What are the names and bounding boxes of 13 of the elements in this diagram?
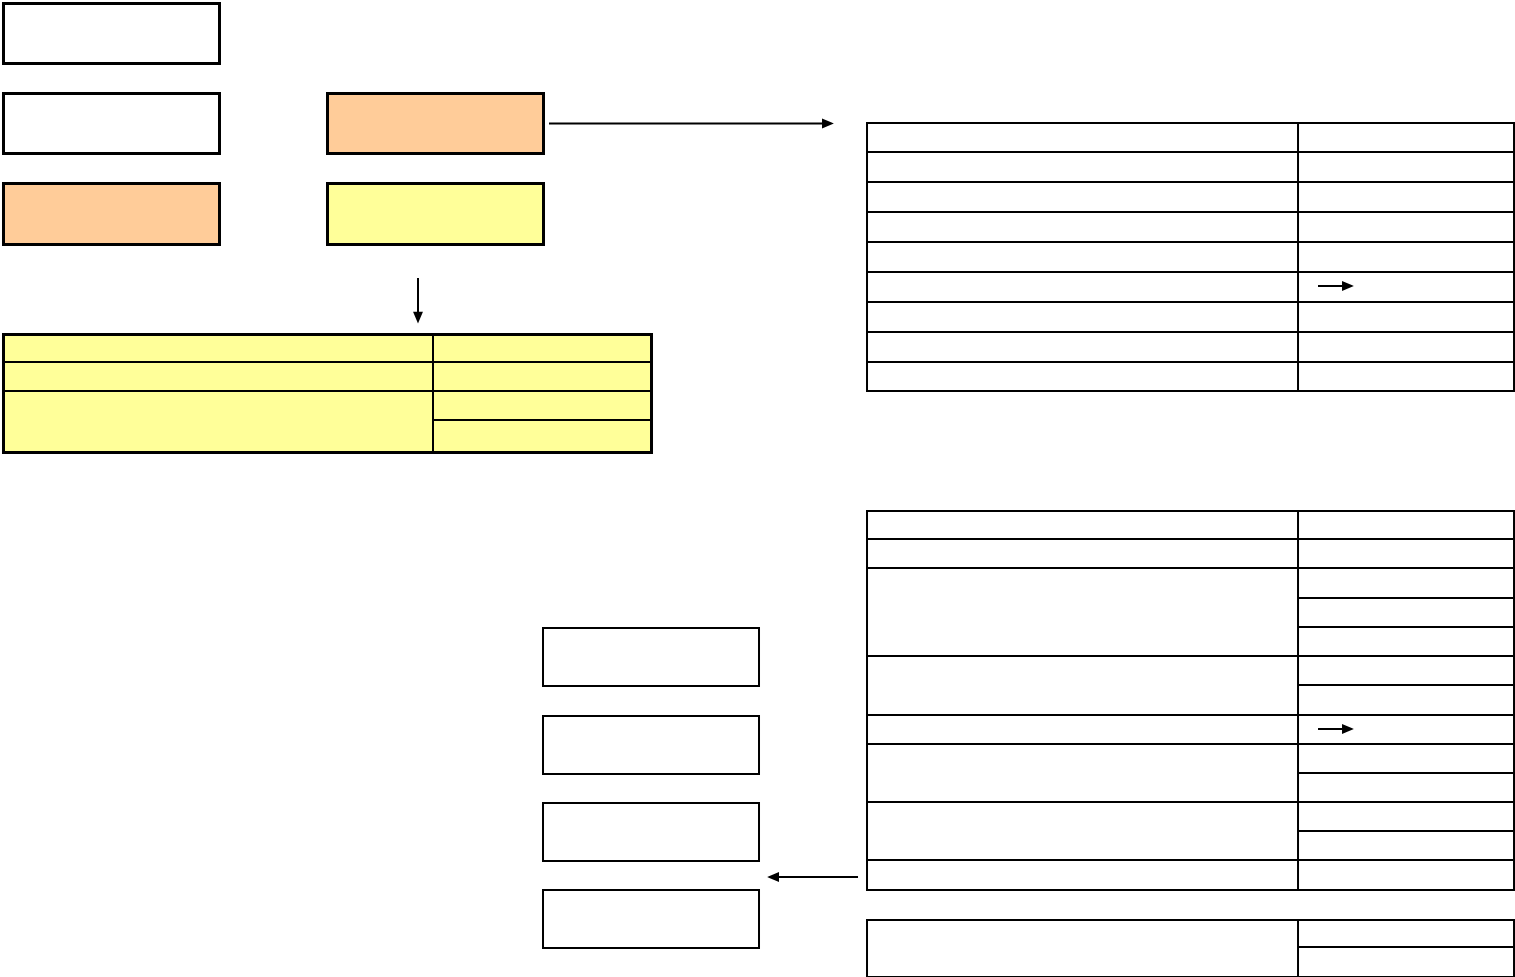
- empty-box: [542, 889, 760, 949]
- empty-table: [866, 918, 1515, 977]
- empty-table: [865, 121, 1515, 392]
- empty-box: [326, 182, 545, 246]
- empty-box: [2, 92, 221, 155]
- empty-box: [542, 627, 760, 687]
- empty-box: [542, 715, 760, 775]
- empty-box: [542, 802, 760, 862]
- empty-box: [2, 2, 221, 65]
- empty-table: [865, 509, 1515, 891]
- empty-box: [326, 92, 545, 155]
- empty-table: [1, 332, 653, 454]
- empty-box: [2, 182, 221, 246]
